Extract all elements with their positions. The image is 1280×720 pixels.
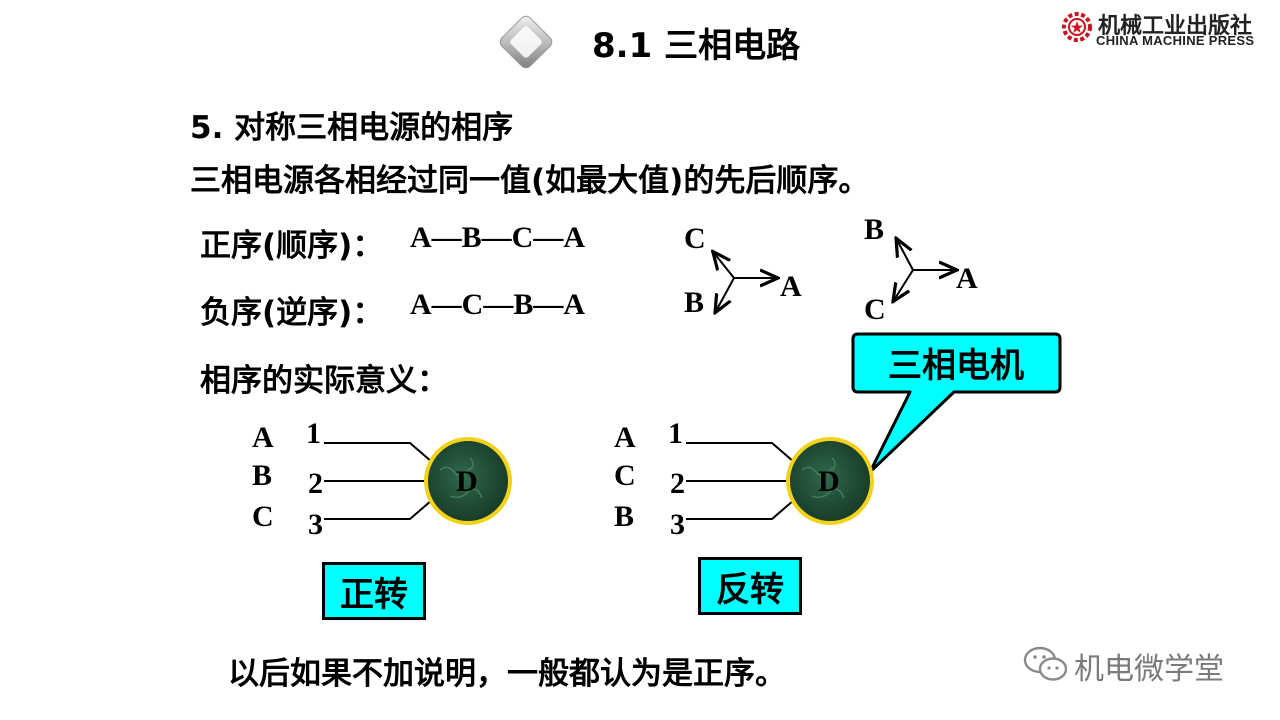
definition-text: 三相电源各相经过同一值(如最大值)的先后顺序。: [190, 163, 870, 199]
wechat-icon: [1023, 646, 1068, 681]
wire-1: [686, 442, 795, 463]
motor-circle: [786, 437, 874, 525]
phasor-arrow-b: [716, 277, 735, 311]
terminal-label: 1: [668, 417, 683, 450]
callout-text: 三相电机: [888, 345, 1024, 386]
phase-label: C: [252, 500, 274, 533]
phasor-label-a: A: [956, 262, 978, 295]
reverse-rotation-label: 反转: [698, 557, 802, 615]
terminal-label: 3: [670, 508, 685, 541]
publisher-name-cn: 机械工业出版社: [1098, 14, 1253, 39]
motor-circle: [424, 437, 512, 525]
motor-callout: [851, 332, 1062, 474]
phasor-label-c: C: [684, 222, 706, 255]
phasor-label-c: C: [864, 293, 886, 326]
motor-label: D: [818, 465, 840, 498]
negative-sequence-label: 负序(逆序)：: [200, 295, 384, 331]
terminal-label: 2: [670, 467, 685, 500]
page-title: 8.1 三相电路: [592, 26, 801, 66]
wire-3: [686, 499, 795, 520]
phasor-label-b: B: [864, 213, 885, 246]
phasor-arrow-c: [714, 253, 735, 279]
phase-label: A: [252, 421, 274, 454]
negative-phasor-diagram: [850, 215, 1010, 330]
forward-rotation-label: 正转: [322, 562, 426, 620]
negative-sequence-value: A—C—B—A: [410, 288, 586, 321]
positive-sequence-value: A—B—C—A: [410, 221, 586, 254]
terminal-label: 1: [306, 417, 321, 450]
phase-label: B: [252, 459, 273, 492]
motor-label: D: [456, 465, 478, 498]
left-circuit-diagram: [324, 437, 512, 525]
publisher-gear-icon: [1062, 12, 1092, 42]
footer-note: 以后如果不加说明，一般都认为是正序。: [228, 656, 786, 692]
phasor-label-b: B: [684, 286, 705, 319]
meaning-label: 相序的实际意义：: [200, 363, 448, 399]
publisher-name-en: CHINA MACHINE PRESS: [1096, 33, 1255, 48]
terminal-label: 2: [308, 467, 323, 500]
phase-label: A: [614, 421, 636, 454]
wire-3: [324, 499, 433, 520]
phasor-arrow-b: [897, 240, 914, 271]
title-diamond-icon: [499, 15, 553, 69]
terminal-label: 3: [308, 508, 323, 541]
section-heading: 5. 对称三相电源的相序: [190, 110, 514, 146]
watermark-text: 机电微学堂: [1074, 652, 1224, 687]
phasor-arrow-c: [894, 269, 914, 300]
positive-phasor-diagram: [660, 215, 820, 330]
phase-label: C: [614, 459, 636, 492]
wire-1: [324, 442, 433, 463]
phasor-label-a: A: [780, 270, 802, 303]
right-circuit-diagram: [686, 437, 874, 525]
positive-sequence-label: 正序(顺序)：: [200, 228, 384, 264]
phase-label: B: [614, 500, 635, 533]
